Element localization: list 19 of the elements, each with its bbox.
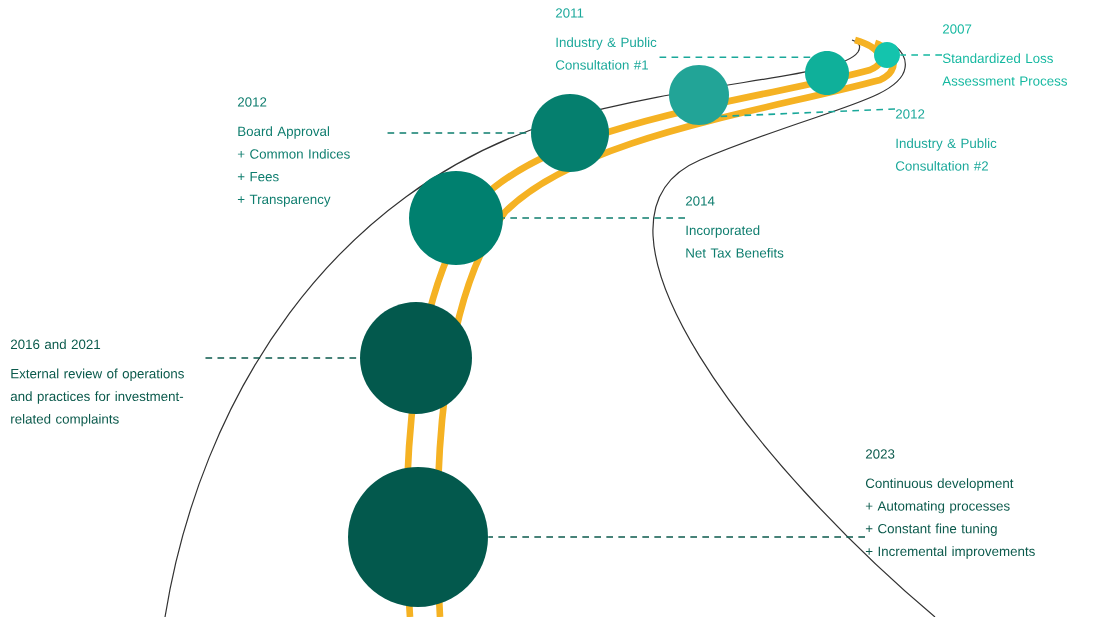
milestone-circle bbox=[531, 94, 609, 172]
milestone-circle bbox=[409, 171, 503, 265]
milestone-circle bbox=[360, 302, 472, 414]
leader-line bbox=[719, 108, 896, 118]
milestone-text: 2016 and 2021 External review of operations and practices for investment-related complaints bbox=[10, 339, 184, 427]
milestone-circle bbox=[805, 51, 849, 95]
milestone-text: 2012 Board Approval + Common Indices + Fees + Transparency bbox=[237, 97, 350, 207]
milestone-circle bbox=[348, 467, 488, 607]
milestone-text: 2014 Incorporated Net Tax Benefits bbox=[685, 196, 784, 258]
milestone-text: 2023 Continuous development + Automating processes + Constant fine tuning + Incremental improvements bbox=[865, 449, 1035, 559]
leader-line bbox=[487, 536, 866, 538]
milestone-text: 2007 Standardized Loss Assessment Process bbox=[942, 24, 1067, 86]
milestone-circle bbox=[874, 42, 900, 68]
milestone-text: 2011 Industry & Public Consultation #1 bbox=[555, 8, 657, 70]
milestone-circle bbox=[669, 65, 729, 125]
milestone-text: 2012 Industry & Public Consultation #2 bbox=[895, 109, 997, 171]
leader-line bbox=[502, 217, 686, 219]
leader-line bbox=[899, 54, 943, 56]
leader-line bbox=[658, 56, 813, 59]
